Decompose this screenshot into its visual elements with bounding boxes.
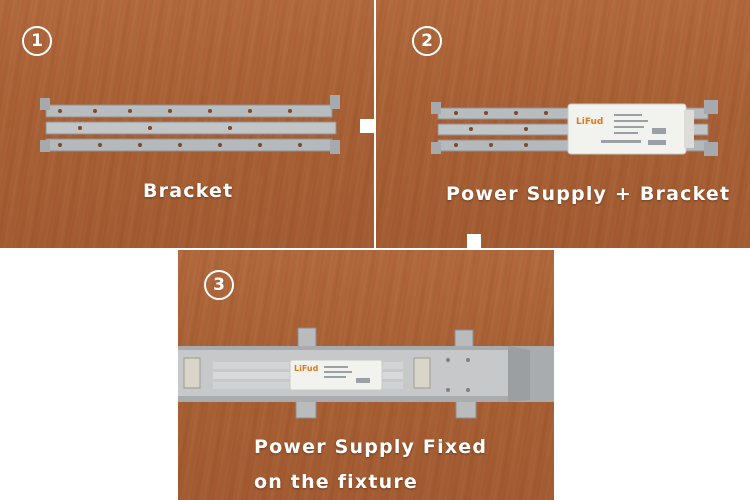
step-1-photo: 1 Bracket	[0, 0, 374, 248]
step-3-photo: 3	[178, 250, 554, 500]
step-3-caption-line-2: on the fixture	[254, 471, 419, 493]
driver-brand-label: LiFud	[576, 117, 604, 127]
power-supply-driver	[289, 359, 383, 391]
step-1-caption: Bracket	[143, 180, 234, 202]
step-3-caption-line-1: Power Supply Fixed	[254, 436, 488, 458]
step-2-number: 2	[412, 26, 442, 56]
fixture-illustration	[178, 327, 554, 419]
step-3-number: 3	[204, 270, 234, 300]
bracket-illustration	[40, 95, 340, 154]
bracket	[40, 95, 340, 154]
step-2-caption: Power Supply + Bracket	[446, 183, 731, 205]
step-1-number: 1	[22, 26, 52, 56]
bracket-with-driver-illustration	[431, 100, 718, 156]
step-2-photo: 2 LiFud Pow	[376, 0, 750, 248]
driver-brand-label: LiFud	[294, 364, 319, 373]
power-supply-driver	[567, 103, 694, 155]
